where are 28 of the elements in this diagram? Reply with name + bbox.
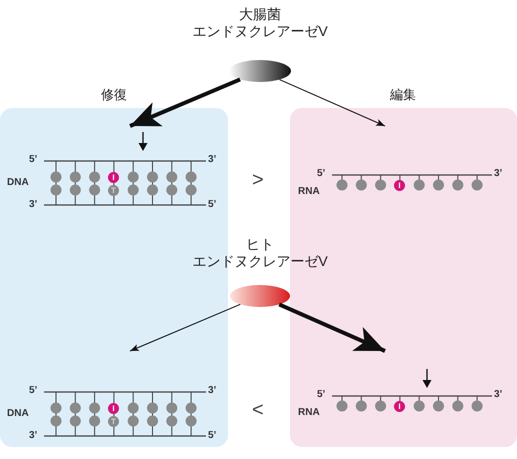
enzyme-name: 大腸菌 xyxy=(239,6,281,23)
strand-label: 5’ xyxy=(317,390,326,400)
enzyme-name: ヒト xyxy=(246,236,274,253)
strand-label: RNA xyxy=(298,408,320,418)
strand-label: 5’ xyxy=(208,200,216,210)
comparison-sign: < xyxy=(252,400,264,420)
panel-heading: 修復 xyxy=(100,86,128,104)
strand-label: 3’ xyxy=(29,200,38,210)
arrow xyxy=(130,304,241,352)
strand-label: 3’ xyxy=(208,386,216,396)
strand-label: 5’ xyxy=(29,155,38,165)
strand-label: DNA xyxy=(7,409,29,419)
arrow xyxy=(129,78,241,128)
arrow xyxy=(278,302,386,353)
comparison-sign: > xyxy=(252,170,264,190)
enzyme-name: エンドヌクレアーゼV xyxy=(192,253,328,270)
strand-label: 5’ xyxy=(317,169,326,179)
arrow xyxy=(278,79,386,126)
strand-label: RNA xyxy=(298,187,320,197)
strand-label: 3’ xyxy=(494,169,502,179)
strand-label: 3’ xyxy=(208,155,216,165)
strand-label: 5’ xyxy=(29,386,38,396)
strand-label: 5’ xyxy=(208,431,216,441)
strand-label: 3’ xyxy=(29,431,38,441)
strand-label: DNA xyxy=(7,178,29,188)
strand-label: 3’ xyxy=(494,390,502,400)
enzyme-name: エンドヌクレアーゼV xyxy=(192,23,328,40)
panel-heading: 編集 xyxy=(389,86,417,104)
